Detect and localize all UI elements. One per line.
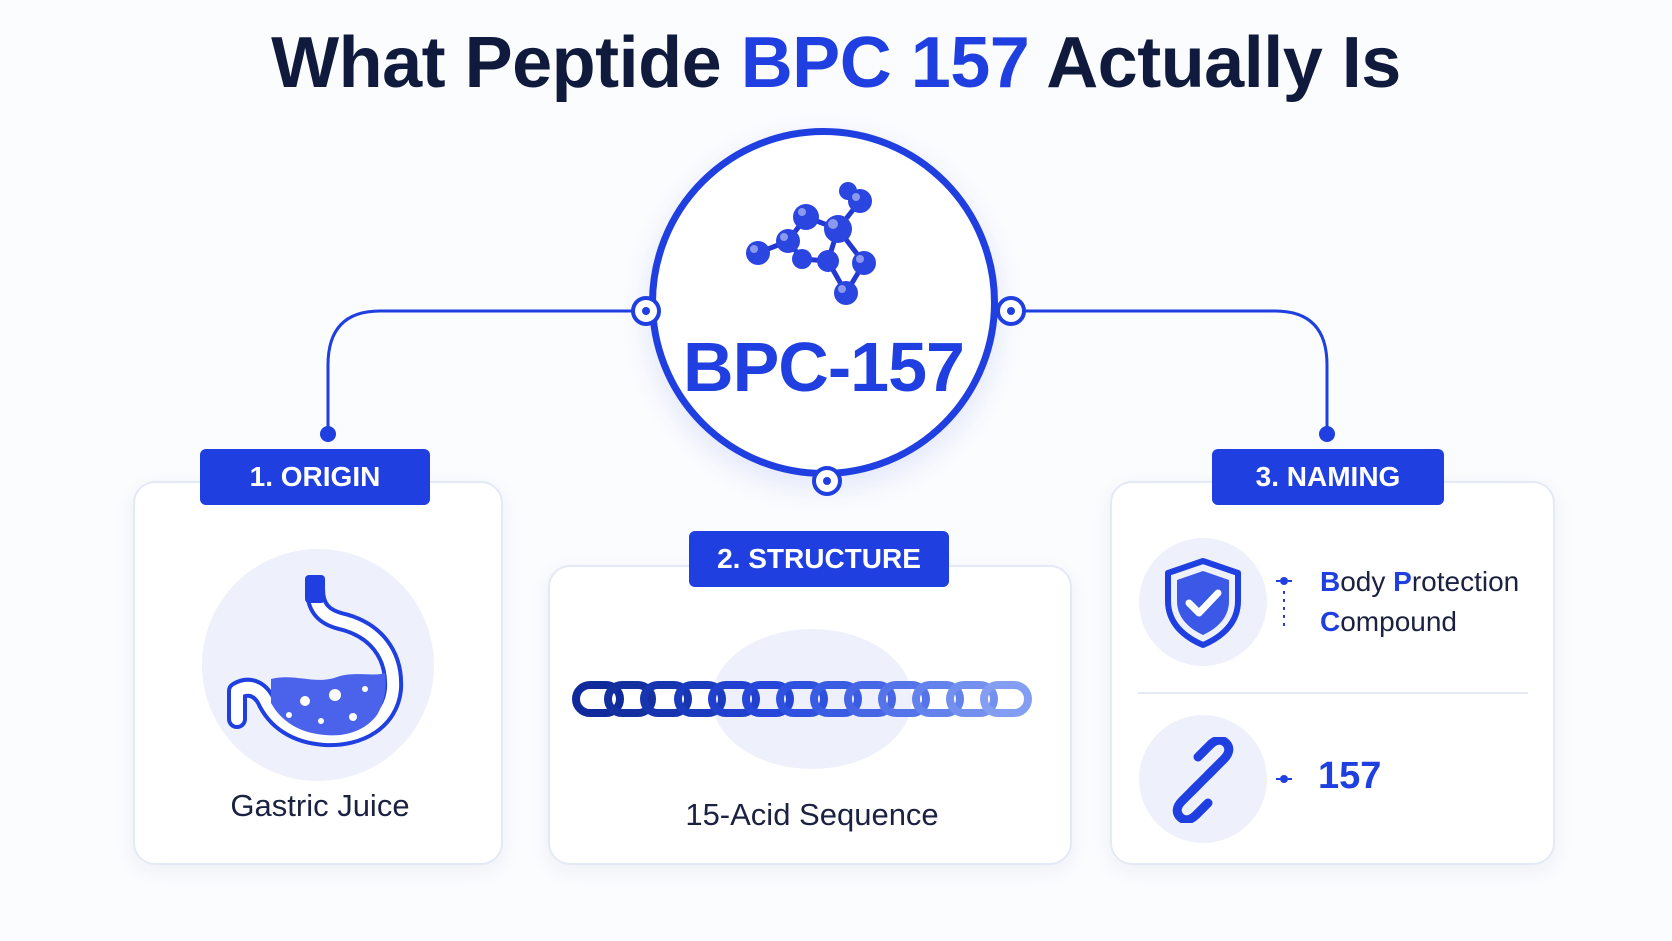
naming-divider (1138, 692, 1528, 694)
naming-number: 157 (1318, 755, 1382, 797)
center-label: BPC-157 (683, 328, 965, 406)
acronym-rest-c: ompound (1340, 606, 1457, 637)
page-title: What Peptide BPC 157 Actually Is (0, 22, 1672, 104)
molecule-icon (746, 182, 876, 305)
center-circle: BPC-157 (649, 128, 998, 477)
origin-card: Gastric Juice (133, 481, 503, 865)
acronym-initial-b: B (1320, 566, 1341, 597)
chain-sequence-icon (572, 681, 1032, 717)
connector-node-left (631, 296, 661, 326)
dotted-marker-2 (1276, 775, 1292, 783)
link-icon (1172, 737, 1234, 823)
title-highlight: BPC 157 (740, 23, 1030, 103)
connector-node-bottom (812, 466, 842, 496)
structure-caption: 15-Acid Sequence (685, 797, 939, 832)
acronym-rest-p: rotection (1411, 566, 1520, 597)
acronym-initial-c: C (1320, 606, 1341, 637)
title-part1: What Peptide (271, 23, 722, 103)
dotted-marker-1 (1276, 577, 1292, 627)
connector-left-end (320, 426, 336, 442)
connector-right-end (1319, 426, 1335, 442)
naming-tag: 3. NAMING (1212, 449, 1444, 505)
origin-tag: 1. ORIGIN (200, 449, 430, 505)
structure-card: 15-Acid Sequence (548, 565, 1072, 865)
title-part2: Actually Is (1046, 23, 1401, 103)
acronym-initial-p: P (1393, 566, 1412, 597)
origin-caption: Gastric Juice (230, 788, 410, 823)
connector-right (1010, 309, 1329, 433)
structure-tag: 2. STRUCTURE (689, 531, 949, 587)
stomach-icon (227, 575, 404, 748)
connector-node-right (996, 296, 1026, 326)
connector-left (326, 309, 645, 433)
shield-check-icon (1165, 558, 1241, 648)
acronym-rest-b: ody (1340, 566, 1394, 597)
